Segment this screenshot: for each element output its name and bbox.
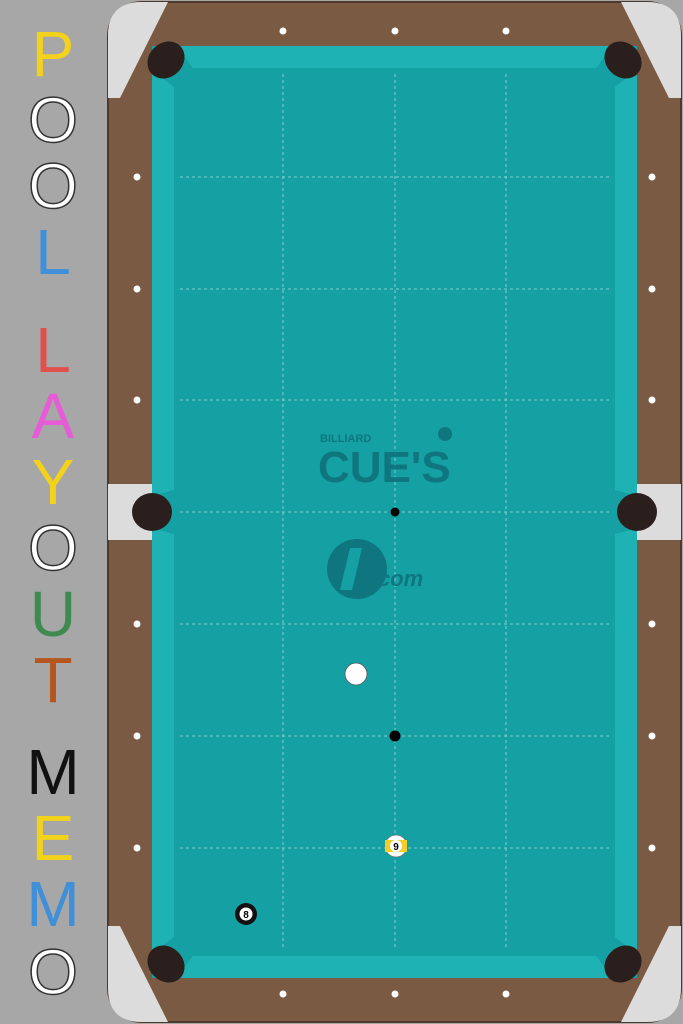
watermark-ball-icon bbox=[438, 427, 452, 441]
pockets bbox=[132, 41, 657, 983]
title-letter-o: O bbox=[27, 512, 78, 584]
cushion-left-lower bbox=[152, 528, 174, 954]
pocket-middle-left bbox=[132, 493, 172, 531]
watermark-logo: BILLIARD CUE'S com bbox=[318, 427, 452, 599]
pocket-top-left bbox=[147, 41, 185, 79]
title-letter-o: O bbox=[27, 936, 78, 1008]
pocket-bottom-left bbox=[147, 945, 185, 983]
title-letter-o: O bbox=[27, 84, 78, 156]
title-letter-m: M bbox=[26, 868, 80, 940]
watermark-cues-text: CUE'S bbox=[318, 443, 451, 492]
pocket-bottom-right bbox=[604, 945, 642, 983]
corner-plate-top-left-inner bbox=[108, 2, 168, 98]
nine-ball[interactable]: 9 bbox=[384, 834, 408, 858]
pocket-top-right bbox=[604, 41, 642, 79]
pocket-middle-right bbox=[617, 493, 657, 531]
title-sidebar: P O O L L A Y O U T M E M O bbox=[0, 0, 106, 1024]
title-letter-t: T bbox=[33, 644, 73, 716]
title-letter-o: O bbox=[27, 150, 78, 222]
rail-diamonds bbox=[133, 27, 656, 998]
title-letter-m: M bbox=[26, 736, 80, 808]
title-letter-e: E bbox=[31, 802, 75, 874]
watermark-d-icon bbox=[340, 548, 362, 590]
corner-plate-top-right bbox=[621, 2, 681, 98]
corner-plate-bottom-right bbox=[621, 926, 681, 1022]
cushion-bottom bbox=[176, 956, 613, 978]
nine-ball-number: 9 bbox=[393, 842, 399, 853]
title-letter-u: U bbox=[29, 578, 77, 650]
pool-table[interactable]: BILLIARD CUE'S com 9 8 bbox=[106, 0, 683, 1024]
cushion-right-lower bbox=[615, 528, 637, 954]
watermark-com-text: com bbox=[378, 566, 423, 591]
cushion-left-upper bbox=[152, 70, 174, 496]
corner-plate-bottom-left bbox=[108, 926, 168, 1022]
head-spot bbox=[390, 507, 400, 517]
foot-spot bbox=[389, 730, 401, 742]
title-letter-l: L bbox=[35, 216, 71, 288]
eight-ball[interactable]: 8 bbox=[235, 903, 257, 925]
cushion-right-upper bbox=[615, 70, 637, 496]
title-letter-p: P bbox=[31, 18, 75, 90]
cushion-top bbox=[176, 46, 613, 68]
cue-ball[interactable] bbox=[344, 662, 368, 686]
eight-ball-number: 8 bbox=[243, 910, 249, 921]
watermark-billiard-text: BILLIARD bbox=[320, 433, 371, 445]
title-letter-a: A bbox=[31, 380, 75, 452]
title-letter-y: Y bbox=[31, 446, 75, 518]
title-letter-l: L bbox=[35, 314, 71, 386]
